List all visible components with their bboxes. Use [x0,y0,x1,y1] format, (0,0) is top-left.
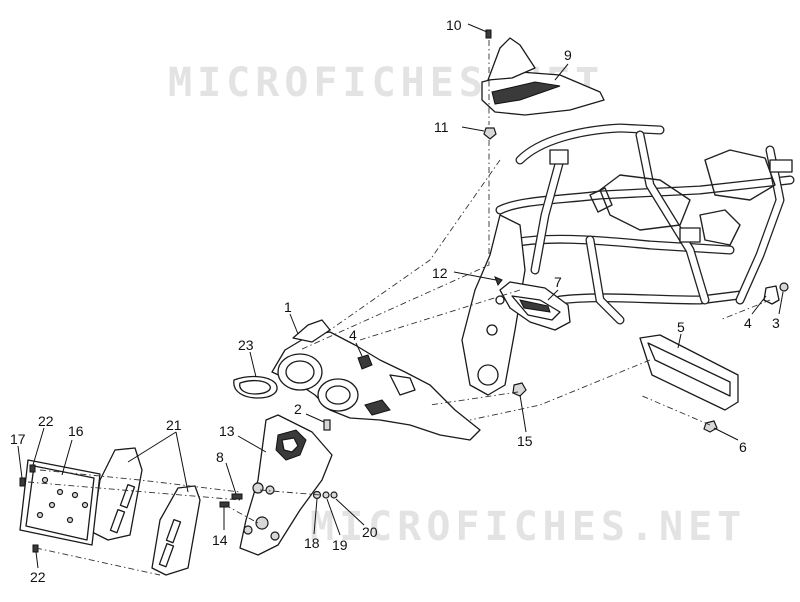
callout-21: 21 [166,417,182,433]
callout-7: 7 [554,274,562,290]
callout-5: 5 [677,319,685,335]
part-9-top-cover [481,71,605,116]
part-19-nut [322,491,330,499]
callout-13: 13 [219,423,235,439]
callout-labels: 10 9 11 12 7 1 4 4 3 5 6 15 23 2 13 8 14… [10,17,780,585]
callout-19: 19 [332,537,348,553]
callout-23: 23 [238,337,254,353]
rear-subframe [461,214,526,396]
part-22-screw-top [29,464,36,473]
callout-11: 11 [434,119,449,135]
part-12-clip [494,276,503,286]
callout-3: 3 [772,315,780,331]
callout-15: 15 [517,433,533,449]
callout-8: 8 [216,449,224,465]
assembly-lines [27,40,771,576]
callout-22-top: 22 [38,413,54,429]
callout-22-bottom: 22 [30,569,46,585]
part-21-brackets [91,447,201,576]
callout-18: 18 [304,535,320,551]
part-20-washer [330,491,338,499]
subframe-hole [477,364,499,386]
callout-9: 9 [564,47,572,63]
callout-10: 10 [446,17,462,33]
callout-20: 20 [362,524,378,540]
part-17-screw [19,477,26,487]
callout-17: 17 [10,431,26,447]
callout-4-right: 4 [744,315,752,331]
callout-1: 1 [284,299,292,315]
part-10-screw [485,29,492,39]
part-8-screw [231,493,243,500]
callout-4-left: 4 [349,327,357,343]
frame-bracket [679,227,701,243]
watermark-bottom: MICROFICHES.NET [310,504,746,550]
callout-14: 14 [212,532,228,548]
callout-12: 12 [432,265,448,281]
part-2-screw [323,419,331,431]
part-4-clip-left [357,354,373,370]
callout-16: 16 [68,423,84,439]
part-11-nut [483,127,497,140]
part-1-inner-fender [271,319,481,441]
part-15-nut [512,382,527,397]
part-16-license-plate [19,459,101,546]
part-23-reflector [233,375,278,399]
part-9-grille [491,81,561,105]
callout-6: 6 [739,439,747,455]
part-3-screw [779,282,789,292]
leader-lines [17,23,784,569]
callout-2: 2 [294,401,302,417]
part-7-light-bracket [499,281,571,331]
part-6-grommet [703,420,718,433]
